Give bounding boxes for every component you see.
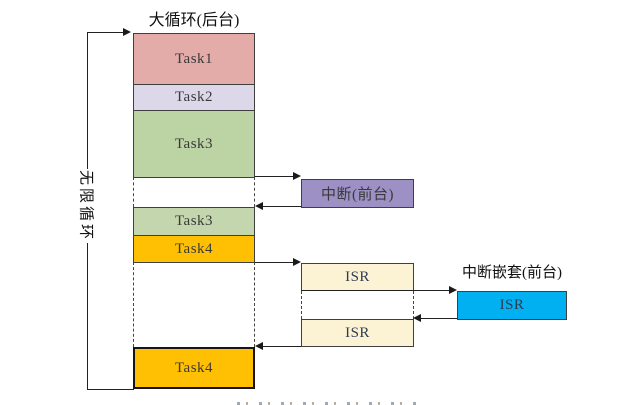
arrow-nested-return-line <box>421 318 457 319</box>
task2-box: Task2 <box>133 84 255 111</box>
background-loop-title: 大循环(后台) <box>148 12 240 29</box>
infinite-loop-label: 无限循环 <box>71 168 103 244</box>
arrow-isr-return-head-icon <box>255 342 263 350</box>
arrow-interrupt-return-head-icon <box>255 202 263 210</box>
isr-dashed-left <box>301 291 302 319</box>
interrupt-box: 中断(前台) <box>301 179 414 208</box>
column-dashed-right-1 <box>254 177 255 207</box>
arrow-task3-to-interrupt-line <box>255 176 293 177</box>
nested-interrupt-title: 中断嵌套(前台) <box>462 265 562 281</box>
loop-bottom-line <box>87 389 134 390</box>
isr-dashed-right <box>413 291 414 319</box>
task4-box: Task4 <box>133 235 255 263</box>
task1-box: Task1 <box>133 33 255 85</box>
task4-resume-box: Task4 <box>133 347 255 389</box>
column-dashed-left-2 <box>133 262 134 347</box>
column-dashed-right-2 <box>254 262 255 347</box>
arrow-task3-to-interrupt-head-icon <box>293 172 301 180</box>
arrow-nested-return-head-icon <box>413 314 421 322</box>
isr-box-1: ISR <box>301 263 414 291</box>
task3-box: Task3 <box>133 110 255 178</box>
task3-resume-box: Task3 <box>133 207 255 236</box>
nested-isr-box: ISR <box>457 291 567 320</box>
column-dashed-left-1 <box>133 177 134 207</box>
arrow-isr-to-nested-head-icon <box>449 286 457 294</box>
arrow-isr-return-line <box>263 346 301 347</box>
loop-top-line <box>87 32 124 33</box>
arrow-interrupt-return-line <box>263 206 301 207</box>
loop-top-arrowhead-icon <box>123 28 131 36</box>
isr-box-2: ISR <box>301 319 414 347</box>
clipped-caption-sliver <box>237 402 422 405</box>
arrow-task4-to-isr-head-icon <box>293 258 301 266</box>
arrow-task4-to-isr-line <box>255 262 293 263</box>
arrow-isr-to-nested-line <box>301 290 449 291</box>
